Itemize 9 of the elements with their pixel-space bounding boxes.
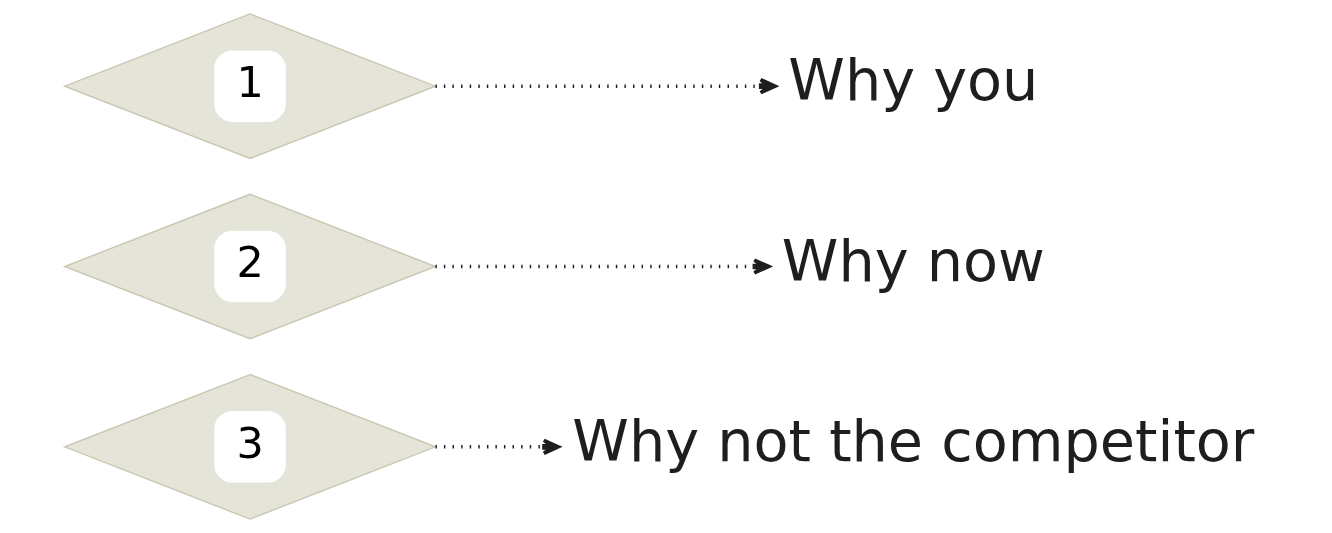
node-text: Why now: [781, 227, 1045, 294]
arrow: [434, 77, 777, 95]
arrow: [434, 258, 770, 275]
arrow: [434, 438, 560, 456]
node-diamond: 3: [62, 373, 437, 520]
node-text: Why you: [787, 47, 1038, 114]
node-diamond: 2: [62, 193, 437, 340]
node-text: Why not the competitor: [571, 408, 1254, 475]
node-diamond: 1: [62, 13, 437, 160]
